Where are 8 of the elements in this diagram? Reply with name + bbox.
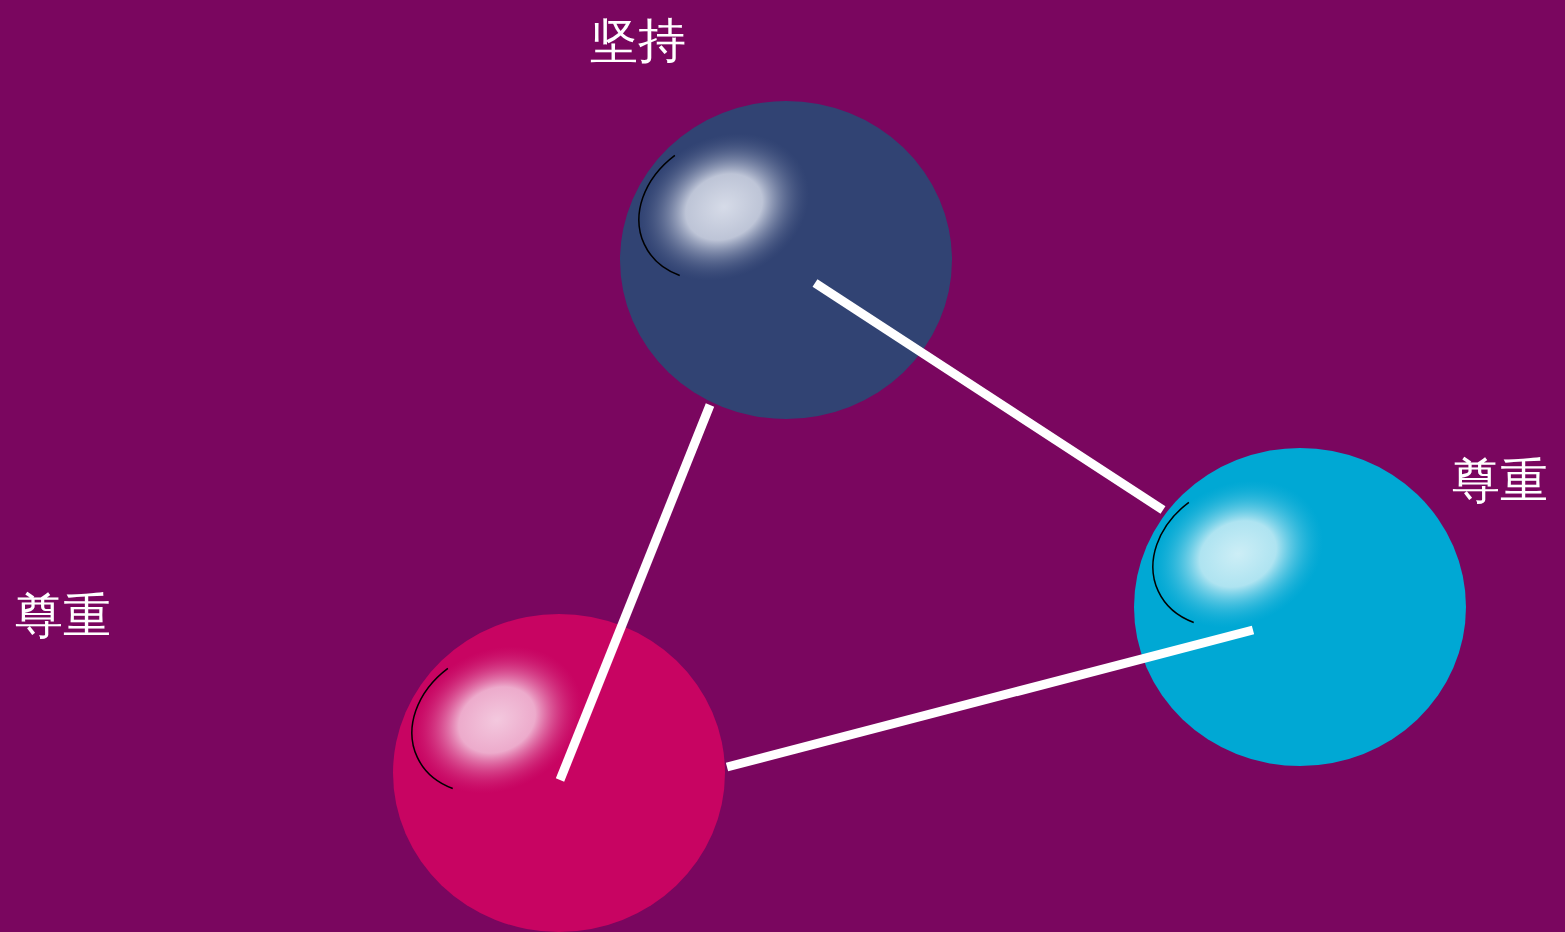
connector-line <box>725 625 1255 772</box>
connector-line <box>812 279 1166 514</box>
text-label: 尊重 <box>15 591 111 639</box>
connector-line <box>555 403 715 782</box>
sphere <box>393 614 725 932</box>
sphere <box>620 101 952 419</box>
sphere-caption: 坚持 <box>590 16 686 64</box>
sphere-caption: 尊重 <box>1452 456 1548 504</box>
